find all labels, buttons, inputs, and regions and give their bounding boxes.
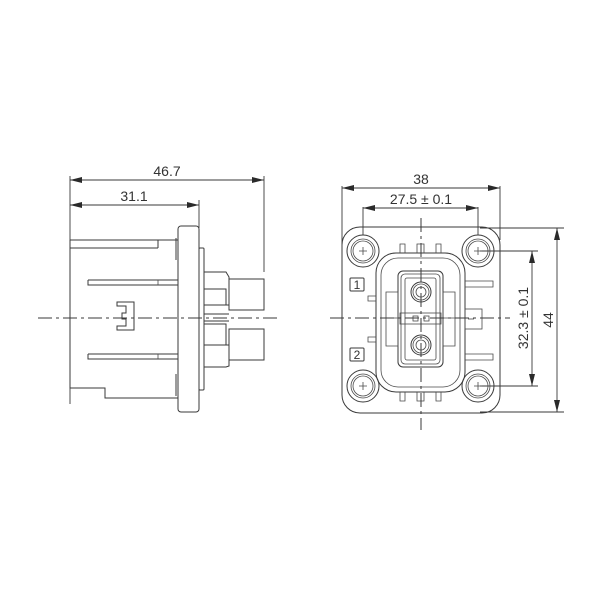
side-view: 46.7 31.1 <box>38 163 278 413</box>
mounting-hole-tr <box>461 234 495 268</box>
mounting-hole-br <box>461 369 495 403</box>
mounting-hole-bl <box>346 369 380 403</box>
dim-flange-length: 31.1 <box>120 188 147 204</box>
pin-label-1: 1 <box>354 278 361 292</box>
pin-label-1-box <box>349 277 365 292</box>
dim-overall-height: 44 <box>540 312 556 328</box>
dim-overall-width: 38 <box>413 171 429 187</box>
dim-hole-spacing-v: 32.3 ± 0.1 <box>515 287 531 349</box>
front-view: 1 2 38 27.5 ± 0.1 32.3 ± 0.1 44 <box>330 171 564 430</box>
dim-overall-length: 46.7 <box>153 163 180 179</box>
dim-hole-spacing-h: 27.5 ± 0.1 <box>390 191 452 207</box>
mounting-hole-tl <box>346 234 380 268</box>
pin-label-2-box <box>349 347 365 362</box>
pin-label-2: 2 <box>354 348 361 362</box>
